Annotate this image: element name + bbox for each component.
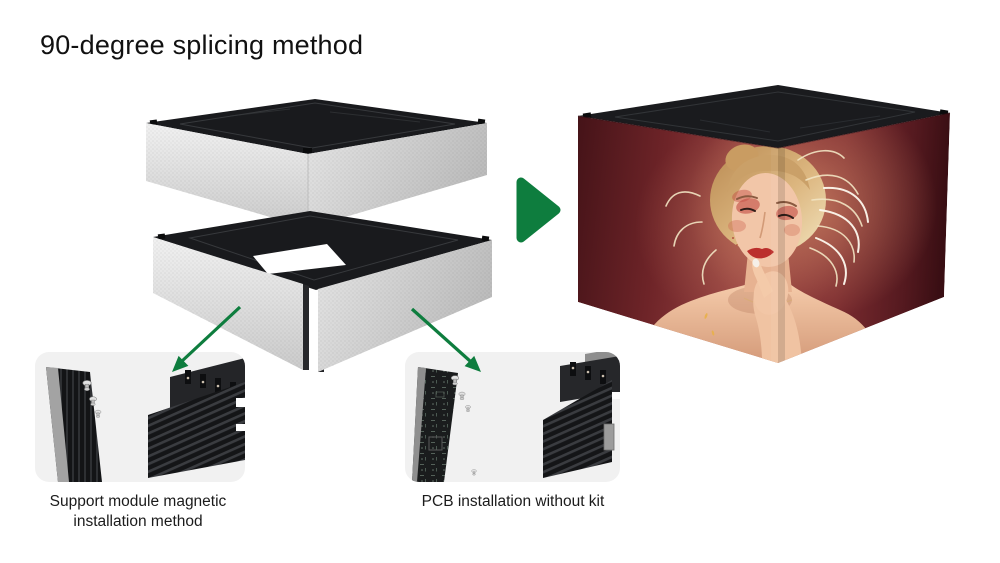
cube-display-image [578,113,950,363]
model-lips [747,247,774,259]
split-edge-left [303,284,309,370]
model-finger [752,257,773,298]
caption-magnetic: Support module magnetic installation met… [28,492,248,532]
merge-arrow-icon [516,177,561,243]
caption-pcb: PCB installation without kit [421,493,605,510]
detail-card-pcb [405,352,620,482]
frame-open-bottom-hole [253,244,346,274]
module-slab [46,367,102,482]
exploded-panels-illustration [146,99,492,372]
pcb-screws [450,375,477,476]
top-panel-frame [146,99,487,228]
bottom-panel-frame-split [153,211,492,372]
assembled-led-cube [577,85,951,363]
pcb-board [412,367,458,482]
arrow-down-right-icon [410,307,481,372]
caption-magnetic-line1: Support module magnetic [49,493,227,510]
detail-card-magnetic [35,352,245,482]
arrow-down-left-icon [172,305,242,372]
caption-magnetic-line2: installation method [73,512,203,530]
frame-back-structure [148,358,245,478]
frame-top-opening [146,99,487,154]
page-title: 90-degree splicing method [40,30,364,60]
magnet-screws [82,380,102,418]
hair-wisps [665,149,869,287]
cube-top-opening [578,85,950,148]
model-nail [752,258,760,268]
